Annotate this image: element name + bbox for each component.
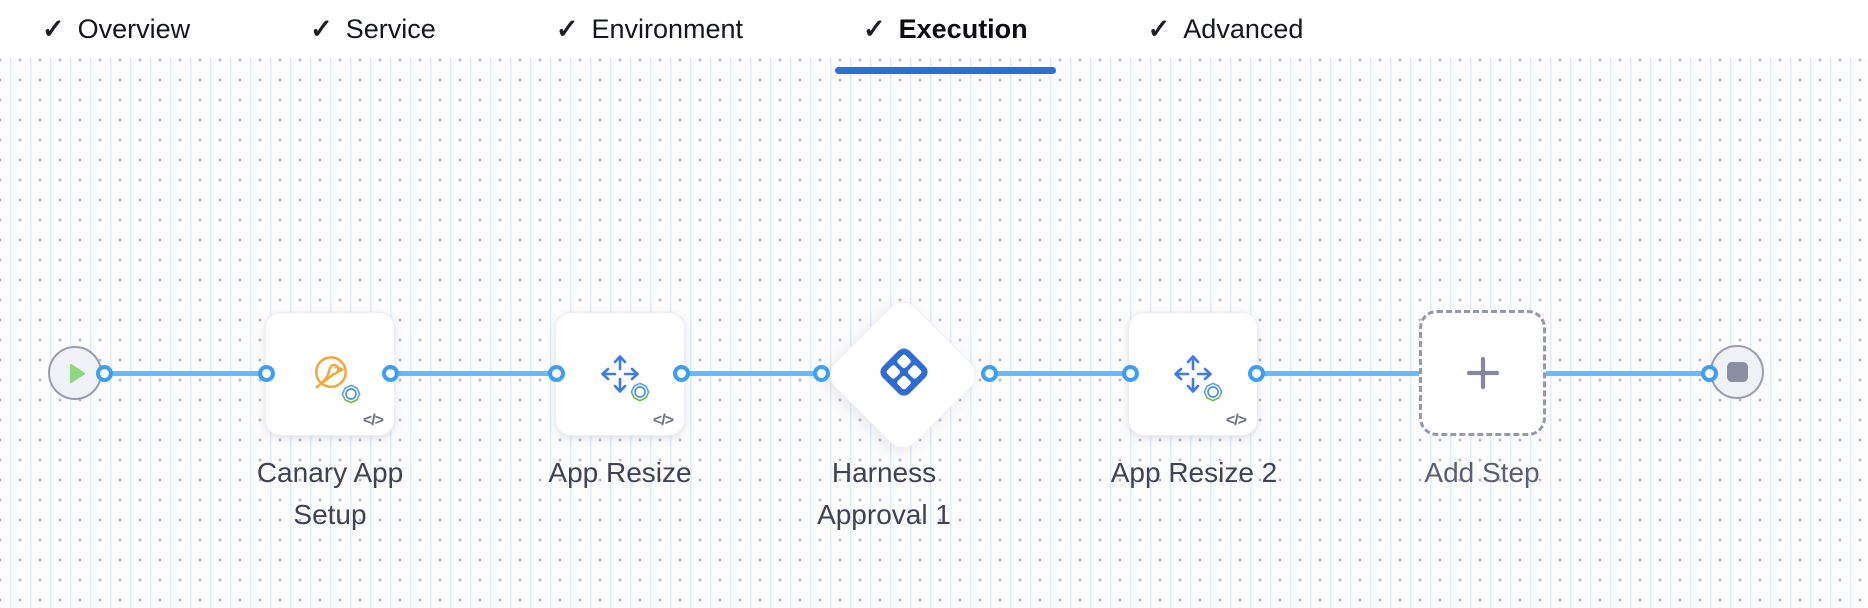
connector-point[interactable]	[382, 365, 399, 382]
tab-label: Environment	[591, 13, 744, 44]
step-label-harness-approval: Harness Approval 1	[817, 457, 951, 530]
resize-arrows-icon	[601, 355, 639, 393]
tab-label: Service	[345, 13, 436, 44]
connector-line	[989, 371, 1130, 376]
code-badge: </>	[362, 412, 384, 429]
connector-line	[681, 371, 821, 376]
tab-label: Advanced	[1183, 13, 1304, 44]
tab-label: Overview	[77, 13, 191, 44]
step-label-canary-app-setup: Canary App Setup	[256, 457, 404, 530]
pipeline-start-node[interactable]	[48, 346, 102, 400]
connector-point[interactable]	[96, 365, 113, 382]
check-icon: ✓	[1147, 13, 1171, 44]
connector-point[interactable]	[1248, 365, 1265, 382]
connector-point[interactable]	[1122, 365, 1139, 382]
step-label-app-resize-2: App Resize 2	[1110, 457, 1278, 488]
step-label-app-resize: App Resize	[548, 457, 692, 488]
connector-point[interactable]	[1701, 365, 1718, 382]
wizard-tabbar: ✓ Overview ✓ Service ✓ Environment ✓ Exe…	[0, 0, 1868, 74]
check-icon: ✓	[42, 13, 65, 44]
plus-icon	[1466, 356, 1499, 390]
tab-environment[interactable]: ✓ Environment	[528, 0, 771, 58]
check-icon: ✓	[863, 13, 886, 44]
step-node-app-resize-2[interactable]: </>	[1128, 312, 1258, 436]
check-icon: ✓	[555, 13, 579, 44]
tab-overview[interactable]: ✓ Overview	[14, 0, 218, 58]
connector-point[interactable]	[673, 365, 690, 382]
check-icon: ✓	[310, 13, 333, 44]
step-label-add-step: Add Step	[1424, 457, 1540, 488]
connector-line	[1546, 371, 1710, 376]
step-node-canary-app-setup[interactable]: </>	[265, 312, 395, 436]
connector-line	[1256, 371, 1419, 376]
gear-badge-icon	[1203, 382, 1223, 402]
resize-arrows-icon	[1174, 355, 1212, 393]
connector-line	[390, 371, 556, 376]
connector-point[interactable]	[813, 365, 830, 382]
harness-logo-icon	[876, 344, 932, 400]
connector-point[interactable]	[548, 365, 565, 382]
step-node-app-resize[interactable]: </>	[555, 312, 685, 436]
code-badge: </>	[652, 412, 674, 429]
connector-line	[104, 371, 266, 376]
canary-bird-icon	[314, 356, 347, 389]
connector-point[interactable]	[981, 365, 998, 382]
play-icon	[69, 363, 85, 383]
add-step-node[interactable]	[1419, 310, 1546, 436]
pipeline-canvas[interactable]: </> </>	[0, 58, 1868, 608]
gear-badge-icon	[630, 382, 650, 402]
tab-label: Execution	[898, 13, 1028, 44]
gear-badge-icon	[341, 384, 361, 404]
code-badge: </>	[1225, 412, 1247, 429]
tab-service[interactable]: ✓ Service	[282, 0, 464, 58]
tab-execution[interactable]: ✓ Execution	[835, 0, 1056, 74]
tab-advanced[interactable]: ✓ Advanced	[1120, 0, 1332, 58]
pipeline-end-node[interactable]	[1710, 345, 1764, 399]
stop-icon	[1726, 362, 1748, 382]
connector-point[interactable]	[258, 365, 275, 382]
